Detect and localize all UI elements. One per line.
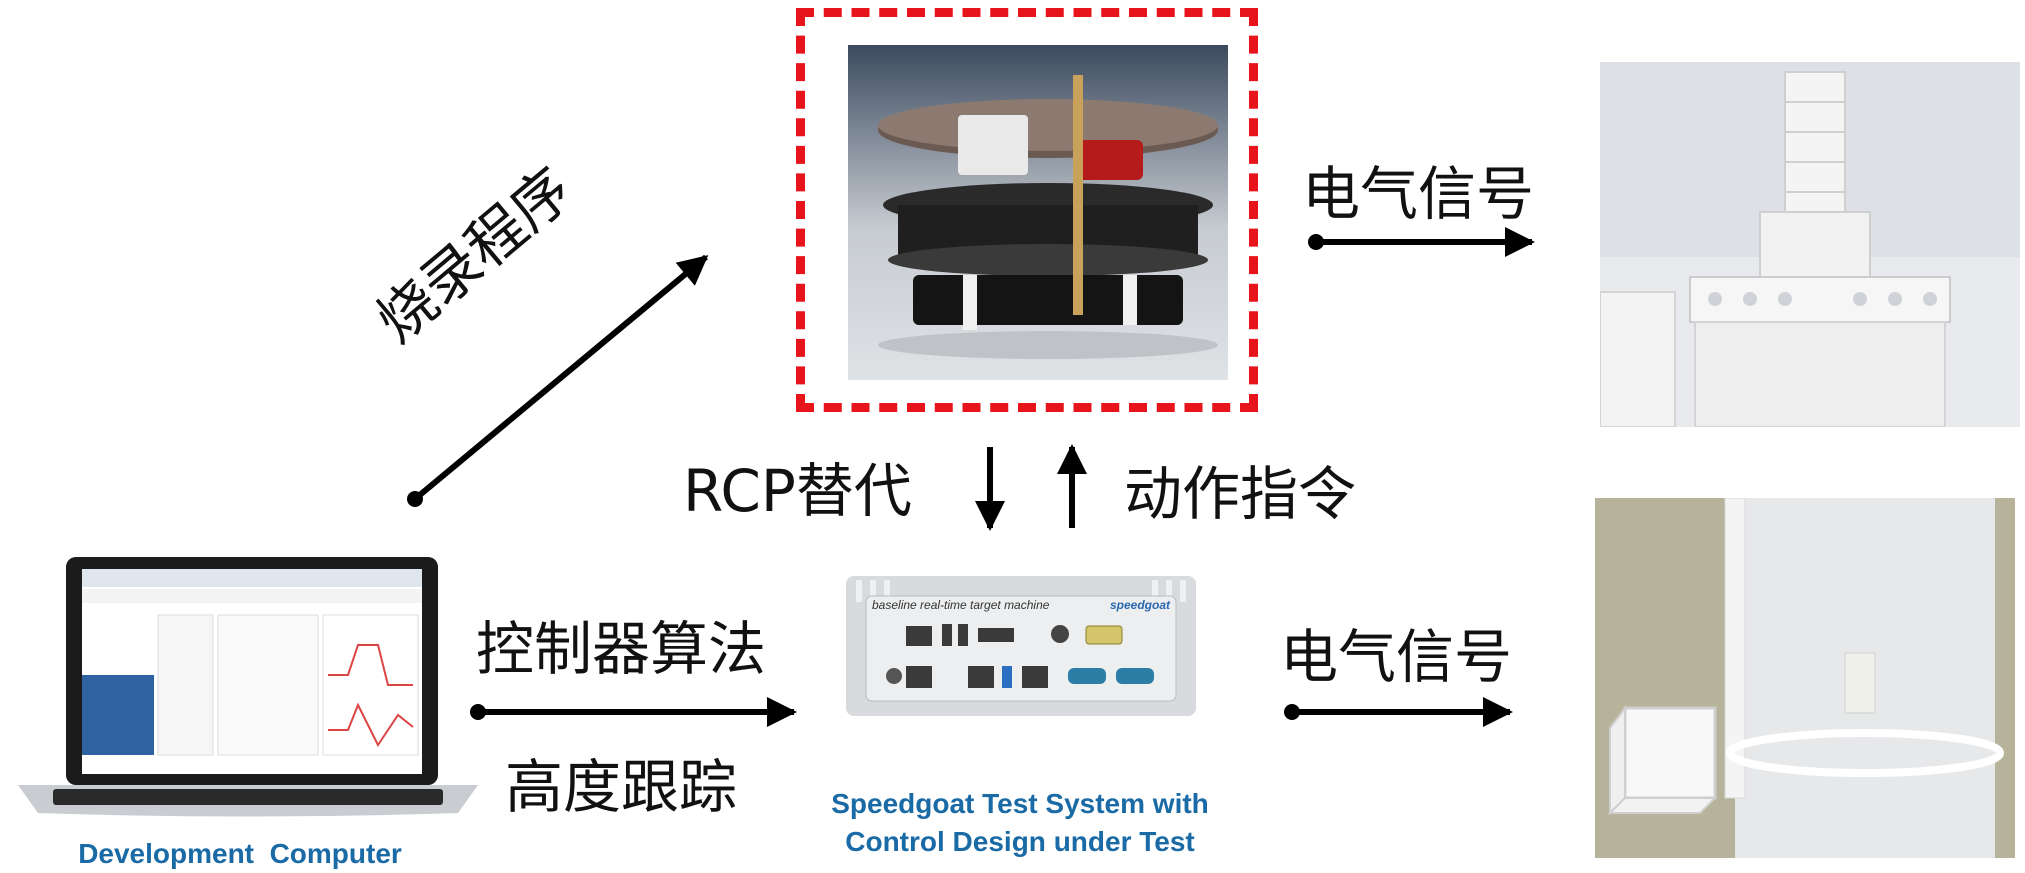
- electrical-signal-bottom-label: 电气信号: [1280, 623, 1513, 691]
- dashed-highlight-box: [796, 8, 1258, 412]
- render-top-right: [1600, 62, 2020, 427]
- electrical-signal-bottom-arrow: [1284, 697, 1513, 727]
- laptop-illustration: [18, 557, 478, 817]
- action-command-label: 动作指令: [1124, 460, 1357, 528]
- speedgoat-caption: Speedgoat Test System with Control Desig…: [800, 785, 1240, 861]
- speedgoat-caption-line1: Speedgoat Test System with: [831, 788, 1209, 819]
- height-tracking-label: 高度跟踪: [505, 753, 738, 821]
- embedded-board-photo: [848, 45, 1228, 380]
- electrical-signal-top-label: 电气信号: [1302, 160, 1535, 228]
- device-header-left: baseline real-time target machine: [872, 598, 1050, 612]
- speedgoat-caption-line2: Control Design under Test: [845, 825, 1195, 857]
- electrical-signal-top-arrow: [1308, 227, 1535, 257]
- control-algorithm-arrow: [470, 697, 797, 727]
- development-computer-caption: Development Computer: [78, 838, 402, 869]
- speedgoat-device: baseline real-time target machine speedg…: [846, 576, 1196, 716]
- render-bottom-right: [1595, 498, 2015, 858]
- burn-program-arrow: [407, 254, 709, 507]
- device-brand: speedgoat: [1109, 598, 1170, 612]
- rcp-replace-label: RCP替代: [683, 457, 912, 525]
- control-algorithm-label: 控制器算法: [476, 615, 767, 683]
